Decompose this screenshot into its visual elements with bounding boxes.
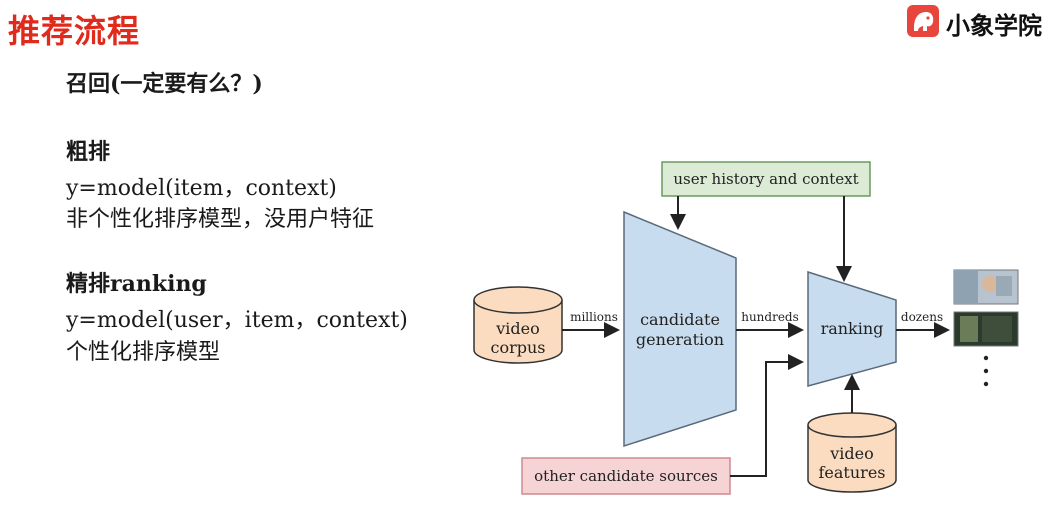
fine-ranking-description: 个性化排序模型	[66, 340, 221, 365]
user-history-label: user history and context	[673, 170, 858, 188]
other-candidate-sources-box: other candidate sources	[521, 457, 731, 495]
video-features-label-line2: features	[819, 463, 886, 482]
user-history-box: user history and context	[661, 161, 871, 197]
recall-heading: 召回(一定要有么？)	[66, 71, 263, 97]
video-corpus-label-line2: corpus	[491, 338, 546, 357]
other-candidate-sources-label: other candidate sources	[534, 467, 718, 485]
logo: 小象学院	[906, 2, 1044, 40]
millions-label: millions	[570, 310, 618, 324]
video-corpus-label-line1: video	[495, 319, 540, 338]
candidate-generation-funnel: candidate generation	[623, 210, 737, 448]
ranking-funnel: ranking	[807, 270, 897, 387]
candidate-generation-label-line1: candidate	[640, 310, 720, 329]
coarse-ranking-description: 非个性化排序模型，没用户特征	[66, 207, 375, 232]
coarse-ranking-heading: 粗排	[66, 139, 111, 165]
elephant-logo-icon	[907, 5, 939, 37]
fine-ranking-formula: y=model(user，item，context)	[66, 308, 408, 333]
logo-text: 小象学院	[946, 12, 1042, 40]
video-features-cylinder: video features	[807, 412, 897, 493]
coarse-ranking-formula: y=model(item，context)	[66, 176, 337, 201]
other-sources-to-ranking-arrow	[730, 354, 804, 477]
fine-ranking-heading: 精排ranking	[66, 271, 207, 297]
output-video-thumbnail-1	[953, 269, 1019, 305]
ranking-label: ranking	[821, 319, 884, 338]
dozens-label: dozens	[901, 310, 943, 324]
video-features-label-line1: video	[829, 444, 874, 463]
video-corpus-cylinder: video corpus	[473, 286, 563, 364]
candidate-generation-label-line2: generation	[636, 330, 724, 349]
recommendation-pipeline-diagram: user history and context video corpus mi…	[473, 161, 1019, 495]
output-video-thumbnail-2	[953, 311, 1019, 347]
slide-title: 推荐流程	[8, 12, 141, 50]
more-results-ellipsis	[983, 355, 989, 387]
hundreds-label: hundreds	[741, 310, 799, 324]
